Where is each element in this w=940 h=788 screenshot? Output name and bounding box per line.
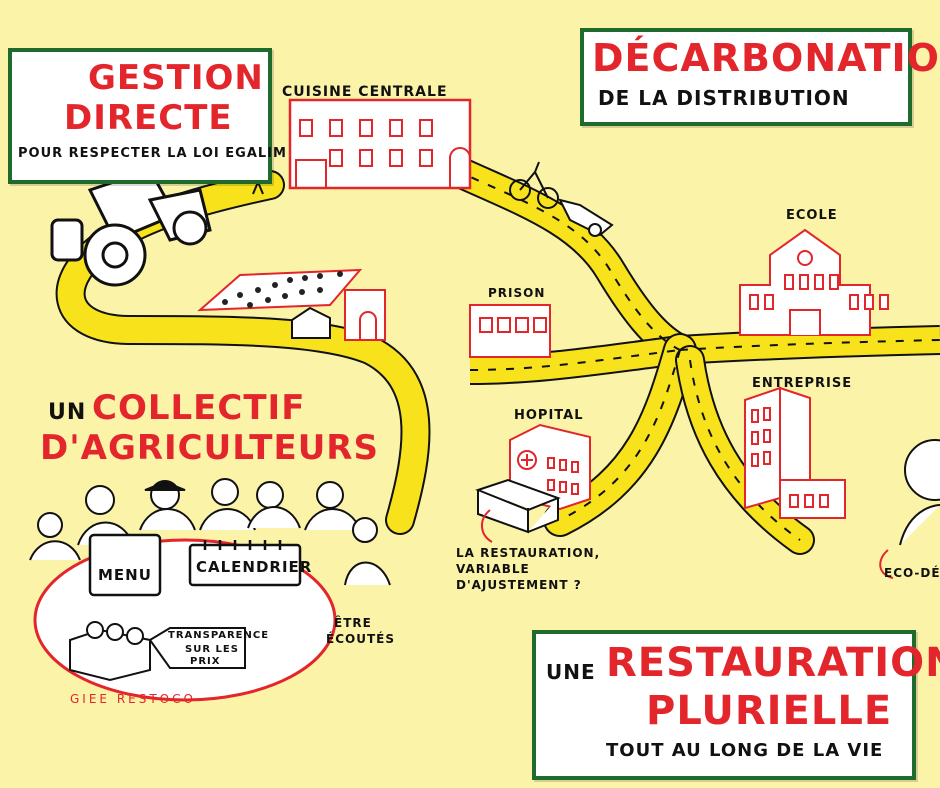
collectif-prefix: UN	[48, 400, 87, 425]
decarbonation-box: DÉCARBONATION DE LA DISTRIBUTION	[580, 28, 940, 126]
vegetable-field	[197, 268, 363, 312]
decarbonation-subtitle: DE LA DISTRIBUTION	[598, 86, 850, 110]
vegetable-crate	[69, 621, 151, 682]
eco-label: ECO-DÉ	[884, 566, 940, 580]
ajustement-line-1: LA RESTAURATION,	[456, 546, 601, 560]
transparence-label-2: SUR LES	[185, 644, 239, 655]
decarbonation-title: DÉCARBONATION	[592, 36, 940, 80]
restauration-plurielle-box: UNE RESTAURATION PLURIELLE TOUT AU LONG …	[532, 630, 940, 780]
collectif-subtitle: D'AGRICULTEURS	[40, 428, 379, 468]
menu-label: MENU	[98, 566, 152, 584]
gestion-title-line2: DIRECTE	[64, 98, 233, 138]
ecole-label: ECOLE	[786, 208, 838, 223]
cuisine-centrale-label: CUISINE CENTRALE	[282, 84, 448, 100]
farm-barn	[291, 306, 331, 339]
farm-silo	[344, 289, 386, 341]
collectif-title: COLLECTIF	[92, 388, 306, 428]
eco-arrow	[879, 549, 894, 579]
entreprise-building	[744, 386, 846, 519]
restauration-prefix: UNE	[546, 660, 596, 684]
entreprise-label: ENTREPRISE	[752, 376, 853, 391]
gestion-subtitle: POUR RESPECTER LA LOI EGALIM	[18, 146, 287, 161]
calendrier-label: CALENDRIER	[196, 558, 313, 576]
partial-figure	[899, 439, 940, 546]
price-tag	[148, 627, 246, 669]
ecoutes-label: ÉCOUTÉS	[326, 632, 395, 646]
calendar-icon	[188, 540, 302, 587]
ecole-building	[739, 228, 889, 336]
gestion-title-line1: GESTION	[88, 58, 264, 98]
ajustement-line-2: VARIABLE	[456, 562, 530, 576]
transparence-label-1: TRANSPARENCE	[168, 630, 270, 641]
restauration-arrow	[481, 509, 493, 543]
prison-label: PRISON	[488, 286, 546, 300]
plurielle-title: PLURIELLE	[646, 688, 893, 734]
etre-label: ÊTRE	[334, 616, 372, 630]
vegetable-icons	[222, 271, 343, 308]
gestion-directe-box: GESTION DIRECTE POUR RESPECTER LA LOI EG…	[8, 48, 286, 184]
cuisine-centrale-building	[288, 98, 472, 190]
menu-card	[88, 533, 162, 597]
hopital-label: HOPITAL	[514, 408, 584, 423]
restauration-title: RESTAURATION	[606, 640, 940, 686]
prison-building	[469, 304, 551, 358]
farmers-group	[29, 478, 391, 586]
giee-label: GIEE RESTOCO	[70, 692, 196, 706]
cargo-bike-drawing	[509, 161, 614, 237]
transparence-label-3: PRIX	[190, 656, 221, 667]
ajustement-line-3: D'AJUSTEMENT ?	[456, 578, 582, 592]
restauration-subtitle: TOUT AU LONG DE LA VIE	[606, 740, 884, 761]
canteen-box	[475, 478, 561, 534]
